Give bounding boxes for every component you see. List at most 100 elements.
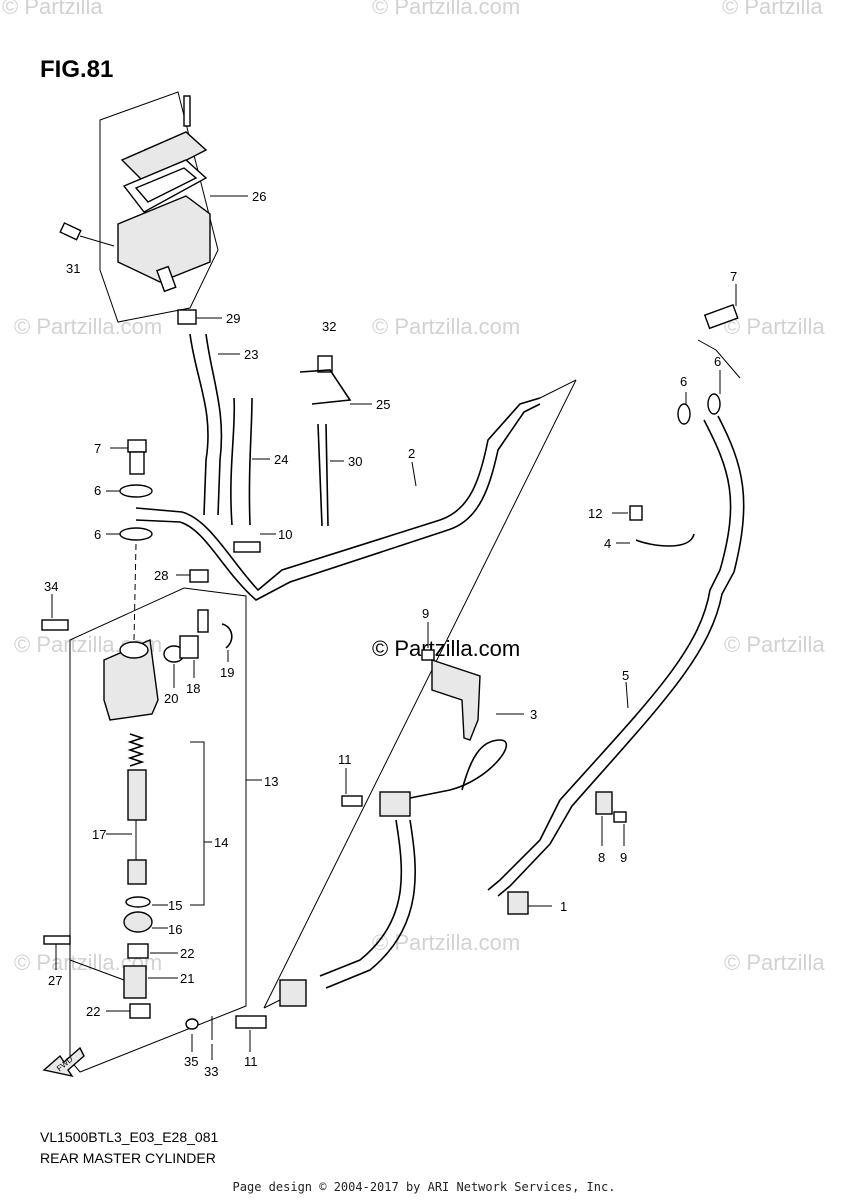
callout-25: 25 xyxy=(376,397,390,412)
watermark: © Partzilla.com xyxy=(372,0,520,19)
callout-9: 9 xyxy=(422,606,429,621)
washer-6 xyxy=(119,527,153,541)
guide-line xyxy=(263,379,577,1009)
boot-16 xyxy=(123,911,153,933)
brake-hose-5 xyxy=(497,415,745,897)
bolt-34 xyxy=(41,619,69,631)
circlip-19 xyxy=(221,623,233,649)
protector-24 xyxy=(230,397,236,526)
bolt-9 xyxy=(613,811,627,823)
bracket-3 xyxy=(431,659,481,741)
fwd-arrow: FWD xyxy=(42,1046,85,1078)
figure-subtitle: REAR MASTER CYLINDER xyxy=(40,1150,216,1166)
clamp-4 xyxy=(635,533,695,547)
callout-11: 11 xyxy=(338,752,352,767)
model-code: VL1500BTL3_E03_E28_081 xyxy=(40,1129,219,1145)
washer-6 xyxy=(707,393,721,415)
callout-7: 7 xyxy=(730,269,737,284)
hose-clamp-28 xyxy=(189,569,209,583)
clamp-25 xyxy=(299,369,352,405)
reservoir-cap xyxy=(120,131,208,183)
bolt-11 xyxy=(235,1015,267,1029)
watermark: © Partzilla xyxy=(722,0,823,19)
leader xyxy=(190,741,205,906)
brake-hose-lower xyxy=(325,819,416,989)
callout-11: 11 xyxy=(244,1054,258,1069)
callout-9: 9 xyxy=(620,850,627,865)
leader xyxy=(69,959,125,981)
protector-24 xyxy=(248,397,253,526)
master-cylinder-port xyxy=(119,641,149,659)
callout-15: 15 xyxy=(168,898,182,913)
reservoir-body xyxy=(117,195,211,283)
watermark: © Partzilla xyxy=(724,314,825,339)
leader xyxy=(79,235,115,247)
watermark: © Partzilla.com xyxy=(372,314,520,339)
callout-17: 17 xyxy=(92,827,106,842)
piston xyxy=(127,769,147,821)
callout-13: 13 xyxy=(264,774,278,789)
leader xyxy=(625,681,629,709)
callout-6: 6 xyxy=(94,527,101,542)
callout-8: 8 xyxy=(598,850,605,865)
hose-joint xyxy=(379,791,411,817)
callout-7: 7 xyxy=(94,441,101,456)
callout-31: 31 xyxy=(66,261,80,276)
callout-22: 22 xyxy=(180,946,194,961)
reservoir-outlet xyxy=(156,265,177,293)
callout-1: 1 xyxy=(560,899,567,914)
washer-6 xyxy=(677,403,691,425)
pipe-connector xyxy=(197,609,209,633)
reservoir-hose-23 xyxy=(189,333,209,516)
leader xyxy=(411,461,417,487)
callout-2: 2 xyxy=(408,446,415,461)
reservoir-hose-23 xyxy=(205,333,223,516)
callout-27: 27 xyxy=(48,973,62,988)
union-bolt-7 xyxy=(127,439,147,453)
brake-hose-5 xyxy=(487,419,732,891)
callout-30: 30 xyxy=(348,454,362,469)
callout-33: 33 xyxy=(204,1064,218,1079)
hose-end xyxy=(279,979,307,1007)
callout-14: 14 xyxy=(214,835,228,850)
bolt-32 xyxy=(317,355,333,373)
callout-5: 5 xyxy=(622,668,629,683)
callout-6: 6 xyxy=(94,483,101,498)
brake-pipe xyxy=(399,739,507,801)
callout-4: 4 xyxy=(604,536,611,551)
callout-20: 20 xyxy=(164,691,178,706)
spring xyxy=(127,733,145,767)
callout-19: 19 xyxy=(220,665,234,680)
watermark: © Partzilla.com xyxy=(372,930,520,955)
callout-26: 26 xyxy=(252,189,266,204)
clevis-21 xyxy=(123,965,147,999)
union-bolt-7 xyxy=(703,303,739,330)
leader xyxy=(697,339,741,379)
reservoir-screw xyxy=(183,95,191,127)
pin-27 xyxy=(43,935,71,945)
bolt-31 xyxy=(59,222,82,241)
page-footer: Page design © 2004-2017 by ARI Network S… xyxy=(232,1180,616,1194)
reservoir-outline xyxy=(99,91,219,323)
callout-24: 24 xyxy=(274,452,288,467)
hose-clamp-29 xyxy=(177,309,197,325)
callout-6: 6 xyxy=(714,354,721,369)
callout-32: 32 xyxy=(322,319,336,334)
fwd-arrow-shape xyxy=(42,1046,85,1078)
callout-10: 10 xyxy=(278,527,292,542)
callout-12: 12 xyxy=(588,506,602,521)
brake-hose-2 xyxy=(135,403,541,601)
callout-28: 28 xyxy=(154,568,168,583)
callout-22: 22 xyxy=(86,1004,100,1019)
callout-35: 35 xyxy=(184,1054,198,1069)
watermark: © Partzilla xyxy=(724,950,825,975)
leader xyxy=(133,543,137,641)
center-watermark: © Partzilla.com xyxy=(372,636,520,661)
cable-tie-30 xyxy=(325,423,329,527)
callout-18: 18 xyxy=(186,681,200,696)
washer-35 xyxy=(185,1018,199,1030)
rod-boot xyxy=(127,859,147,885)
bolt-12 xyxy=(629,505,643,521)
bolt-9 xyxy=(421,649,435,661)
